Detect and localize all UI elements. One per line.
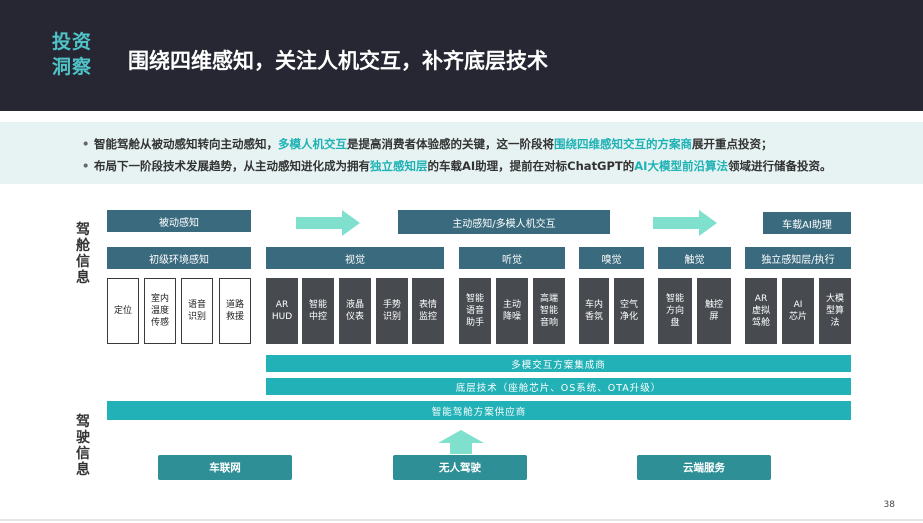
cabin-info-label: 驾 舱 信 息 (73, 222, 93, 286)
stage-ai-assistant: 车载AI助理 (763, 212, 851, 234)
leaf-env-item: 道路 救援 (219, 278, 251, 344)
leaf-label: 车内 香氛 (584, 300, 603, 322)
leaf-hearing-item: 高端 智能 音响 (533, 278, 565, 344)
drive-label-char: 驶 (76, 430, 90, 446)
category-touch: 触觉 (658, 247, 731, 269)
page-title: 围绕四维感知，关注人机交互，补齐底层技术 (128, 49, 548, 73)
category-vision: 视觉 (266, 247, 444, 269)
leaf-label: 手势 识别 (382, 300, 401, 322)
section-label: 投资 洞察 (52, 30, 108, 80)
leaf-label: 触控 屏 (704, 300, 723, 322)
bar-integrators: 多模交互方案集成商 (266, 355, 851, 372)
summary-bullet-1: • 智能驾舱从被动感知转向主动感知，多模人机交互是提高消费者体验感的关键，这一阶段… (82, 136, 773, 152)
arrow-right-icon (296, 210, 360, 236)
header-banner (0, 0, 923, 111)
iov-box: 车联网 (158, 455, 292, 480)
cabin-label-char: 信 (76, 254, 90, 270)
cloud-service-box: 云端服务 (637, 455, 771, 480)
section-label-line1: 投资 (52, 31, 93, 53)
summary-panel (0, 122, 923, 184)
section-label-line2: 洞察 (52, 56, 93, 78)
bullet-highlight: 围绕四维感知交互的方案商 (554, 137, 692, 151)
category-independent: 独立感知层/执行 (745, 247, 851, 269)
leaf-smell-item: 空气 净化 (614, 278, 644, 344)
bullet-highlight: 多模人机交互 (278, 137, 347, 151)
bullet-dot-icon: • (82, 137, 90, 151)
drive-label-char: 息 (76, 462, 90, 478)
leaf-vision-item: AR HUD (266, 278, 298, 344)
page-number: 38 (883, 500, 895, 510)
drive-info-label: 驾 驶 信 息 (73, 414, 93, 478)
leaf-label: 定位 (113, 306, 132, 316)
leaf-hearing-item: 主动 降噪 (496, 278, 528, 344)
cabin-label-char: 舱 (76, 238, 90, 254)
leaf-label: 空气 净化 (619, 300, 638, 322)
leaf-indep-item: AR 虚拟 驾舱 (745, 278, 777, 344)
leaf-env-item: 定位 (107, 278, 139, 344)
arrow-right-icon (653, 210, 717, 236)
leaf-label: 语音 识别 (187, 300, 206, 322)
bar-suppliers: 智能驾舱方案供应商 (107, 401, 851, 420)
bullet-text: 展开重点投资； (692, 137, 773, 151)
leaf-label: 智能 中控 (308, 300, 327, 322)
leaf-label: AR 虚拟 驾舱 (751, 294, 770, 328)
leaf-label: 主动 降噪 (502, 300, 521, 322)
drive-label-char: 驾 (76, 414, 90, 430)
leaf-touch-item: 智能 方向 盘 (658, 278, 692, 344)
leaf-label: 智能 语音 助手 (465, 294, 484, 328)
bullet-text: 是提高消费者体验感的关键，这一阶段将 (347, 137, 554, 151)
category-env: 初级环境感知 (107, 247, 251, 269)
leaf-smell-item: 车内 香氛 (579, 278, 609, 344)
leaf-env-item: 语音 识别 (181, 278, 213, 344)
autonomous-driving-box: 无人驾驶 (393, 455, 527, 480)
bullet-highlight: 独立感知层 (370, 159, 428, 173)
leaf-label: 大模 型算 法 (825, 294, 844, 328)
footer-divider (0, 519, 923, 521)
bullet-text: 布局下一阶段技术发展趋势，从主动感知进化成为拥有 (94, 159, 370, 173)
leaf-vision-item: 手势 识别 (376, 278, 408, 344)
bullet-highlight: AI大模型前沿算法 (634, 159, 728, 173)
bullet-text: 智能驾舱从被动感知转向主动感知， (94, 137, 278, 151)
bullet-text: 领域进行储备投资。 (727, 159, 832, 173)
leaf-label: 道路 救援 (225, 300, 244, 322)
leaf-label: AI 芯片 (788, 300, 807, 322)
leaf-hearing-item: 智能 语音 助手 (459, 278, 491, 344)
arrow-up-icon (438, 430, 484, 454)
leaf-label: 表情 监控 (418, 300, 437, 322)
leaf-label: 室内 温度 传感 (150, 294, 169, 328)
summary-bullet-2: • 布局下一阶段技术发展趋势，从主动感知进化成为拥有独立感知层的车载AI助理，提前… (82, 158, 831, 174)
leaf-label: 智能 方向 盘 (665, 294, 684, 328)
cabin-label-char: 息 (76, 270, 90, 286)
bar-base-tech: 底层技术（座舱芯片、OS系统、OTA升级） (266, 378, 851, 395)
leaf-label: AR HUD (271, 300, 293, 322)
leaf-vision-item: 表情 监控 (412, 278, 444, 344)
leaf-env-item: 室内 温度 传感 (144, 278, 176, 344)
bullet-text: 的车载AI助理，提前在对标ChatGPT的 (427, 159, 635, 173)
leaf-touch-item: 触控 屏 (697, 278, 731, 344)
stage-passive: 被动感知 (107, 210, 251, 232)
leaf-label: 高端 智能 音响 (539, 294, 558, 328)
leaf-vision-item: 液晶 仪表 (339, 278, 371, 344)
bullet-dot-icon: • (82, 159, 90, 173)
drive-label-char: 信 (76, 446, 90, 462)
leaf-label: 液晶 仪表 (345, 300, 364, 322)
leaf-indep-item: 大模 型算 法 (819, 278, 851, 344)
stage-active: 主动感知/多模人机交互 (398, 210, 610, 234)
cabin-label-char: 驾 (76, 222, 90, 238)
category-hearing: 听觉 (459, 247, 565, 269)
leaf-vision-item: 智能 中控 (302, 278, 334, 344)
leaf-indep-item: AI 芯片 (782, 278, 814, 344)
category-smell: 嗅觉 (579, 247, 644, 269)
